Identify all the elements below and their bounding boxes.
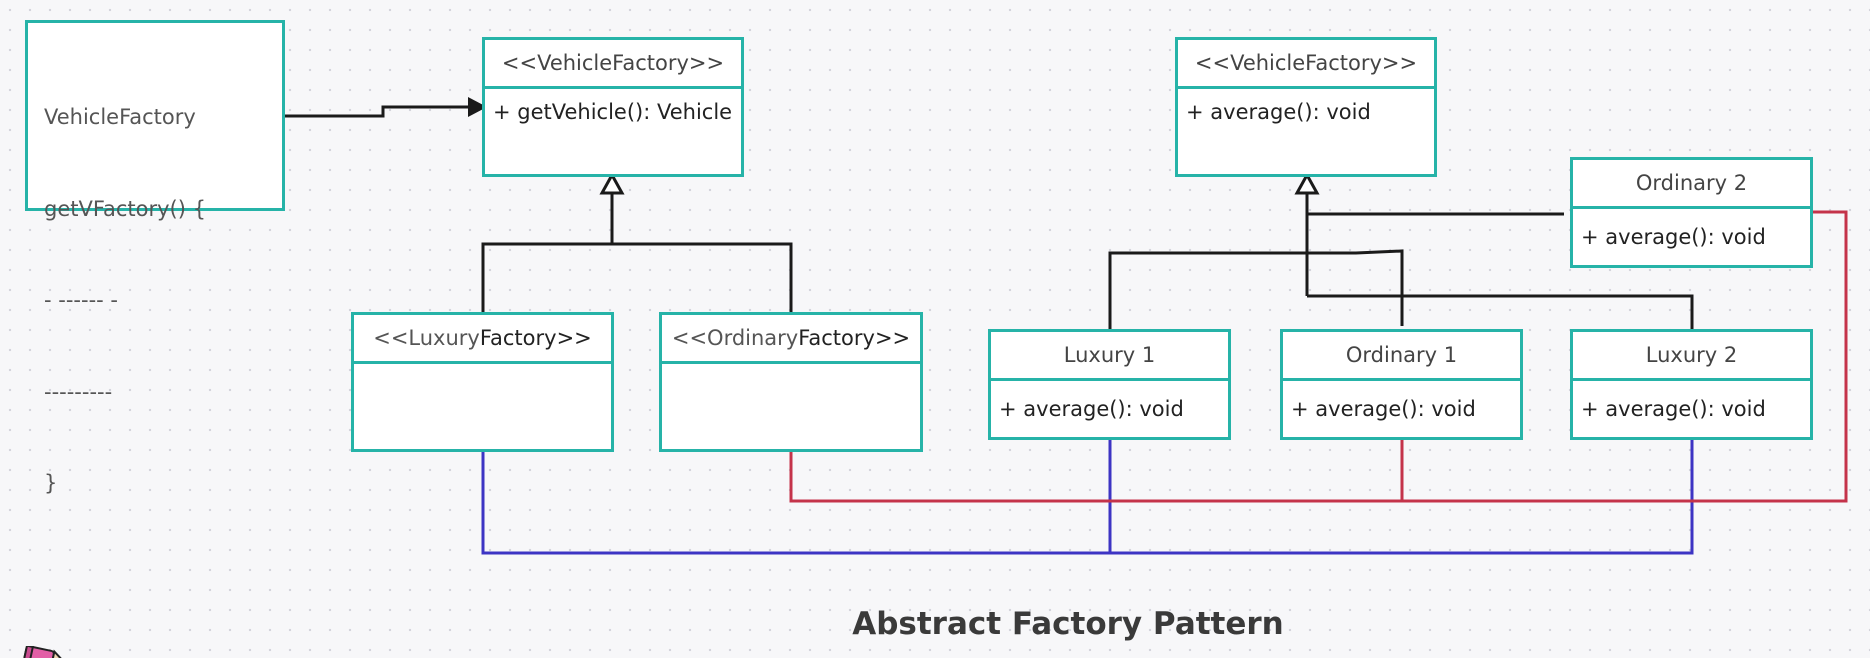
class-member (354, 364, 611, 449)
class-member: + average(): void (1581, 225, 1766, 249)
class-member (662, 364, 920, 449)
class-member: + average(): void (1581, 397, 1766, 421)
class-title: <<VehicleFactory>> (1178, 40, 1434, 89)
note-line-5: } (44, 471, 58, 495)
ordinary2-class[interactable]: Ordinary 2 + average(): void (1570, 157, 1813, 268)
class-member: + average(): void (999, 397, 1184, 421)
class-title: Ordinary 1 (1283, 332, 1520, 381)
class-title-prefix: <<Luxury (373, 326, 480, 350)
pencil-icon[interactable] (22, 646, 66, 658)
class-title-suffix: Factory>> (798, 326, 911, 350)
class-title: <<VehicleFactory>> (485, 40, 741, 89)
class-title: Luxury 1 (991, 332, 1228, 381)
inheritance-right (1108, 171, 1694, 332)
note-line-2: getVFactory() { (44, 196, 206, 221)
luxury-family-line (481, 439, 1694, 555)
note-to-factory-arrow (283, 97, 487, 118)
diagram-title: Abstract Factory Pattern (852, 606, 1284, 642)
inheritance-left (481, 171, 793, 315)
class-title: Luxury 2 (1573, 332, 1810, 381)
ordinary-family-line (789, 210, 1848, 503)
luxury2-class[interactable]: Luxury 2 + average(): void (1570, 329, 1813, 440)
note-line-3: - ------ - (44, 288, 118, 312)
factory-method-note[interactable]: VehicleFactory getVFactory() { - ------ … (25, 20, 285, 495)
vehicle-factory-interface-right[interactable]: <<VehicleFactory>> + average(): void (1175, 37, 1437, 177)
class-title: Ordinary 2 (1573, 160, 1810, 209)
note-line-4: --------- (44, 379, 113, 404)
class-title-suffix: Factory>> (479, 326, 592, 350)
class-title-prefix: <<Ordinary (671, 326, 799, 350)
note-line-1: VehicleFactory (44, 105, 196, 129)
ordinary1-class[interactable]: Ordinary 1 + average(): void (1280, 329, 1523, 440)
vehicle-factory-interface-left[interactable]: <<VehicleFactory>> + getVehicle(): Vehic… (482, 37, 744, 177)
class-member: + average(): void (1186, 99, 1371, 124)
class-member: + getVehicle(): Vehicle (493, 99, 733, 124)
class-member: + average(): void (1291, 397, 1476, 421)
luxury1-class[interactable]: Luxury 1 + average(): void (988, 329, 1231, 440)
